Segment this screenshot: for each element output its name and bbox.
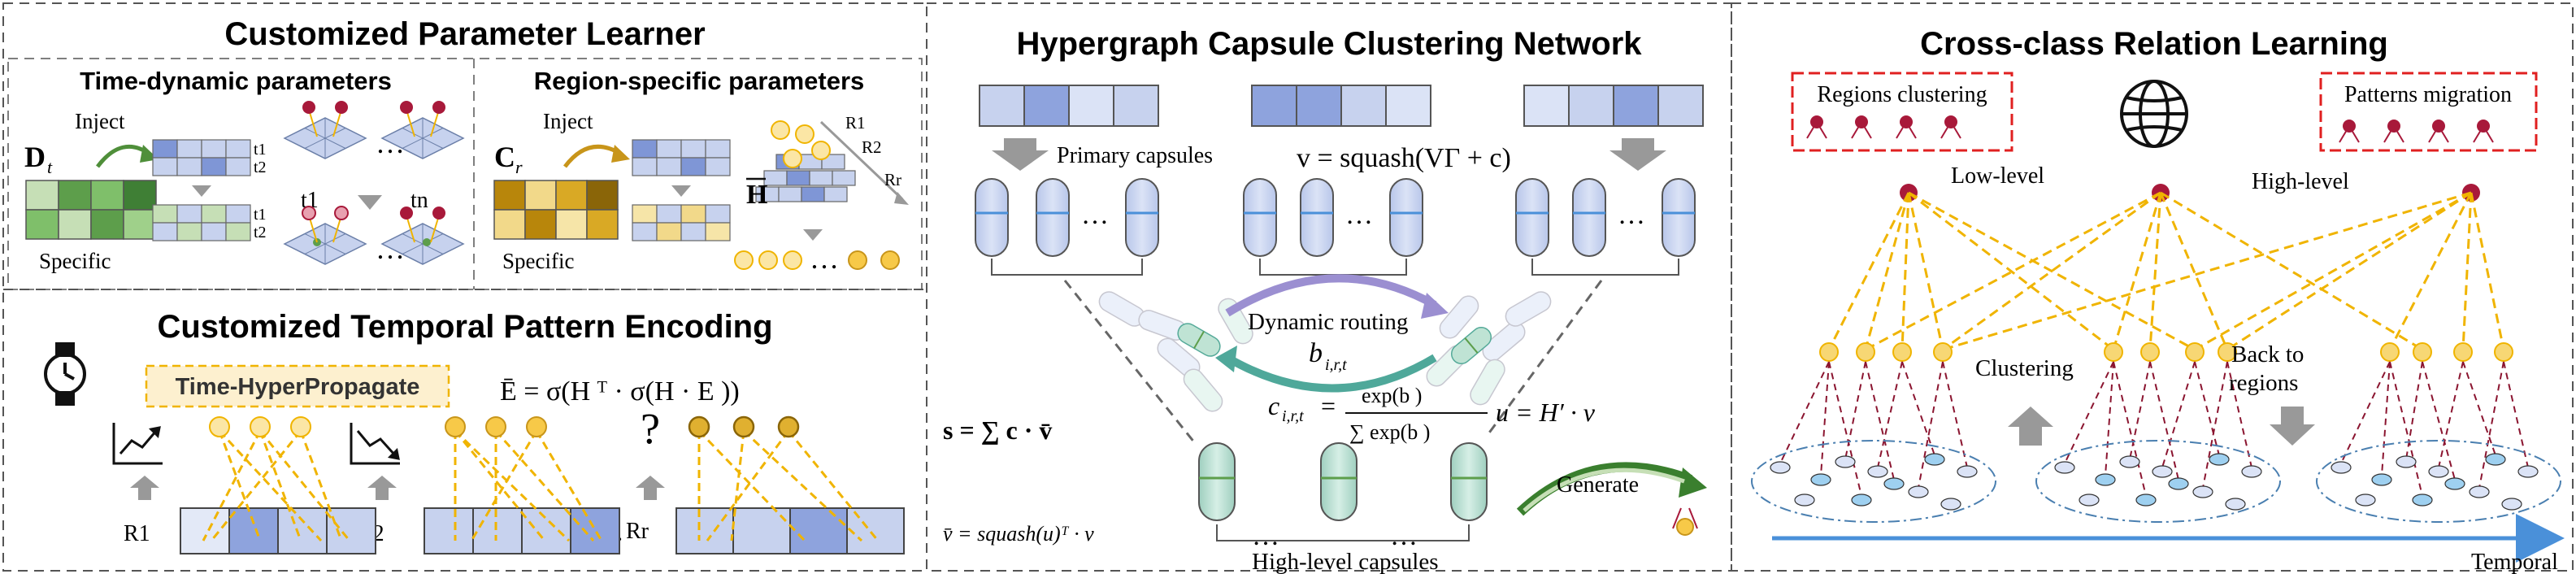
tn-label-bottom: tn — [411, 188, 428, 213]
up-arrow-3 — [636, 476, 665, 500]
d-t-label: D — [24, 141, 46, 173]
up-arrow-1 — [130, 476, 159, 500]
up-arrow-2 — [367, 476, 397, 500]
back-to-regions-label-2: regions — [2229, 370, 2298, 396]
floating-capsules-green — [1177, 323, 1492, 365]
time-matrix-top — [152, 139, 251, 176]
cluster-ellipses — [1751, 440, 2561, 523]
t2-label-b: t2 — [254, 224, 267, 241]
ellipsis-high-2: … — [1390, 521, 1418, 551]
region-edges — [1779, 361, 2529, 497]
low-level-label: Low-level — [1951, 163, 2044, 189]
e-bar-formula: Ē = σ(H ᵀ · σ(H · E )) — [500, 376, 740, 407]
c-formula-sub: i,r,t — [1282, 407, 1304, 425]
generate-label: Generate — [1557, 472, 1639, 498]
time-hyperpropagate-label: Time-HyperPropagate — [176, 374, 420, 400]
r1-label: R1 — [124, 521, 150, 546]
v-formula: v = squash(VΓ + c) — [1297, 143, 1511, 173]
middle-title: Hypergraph Capsule Clustering Network — [1016, 26, 1642, 62]
inject-label-2: Inject — [543, 109, 593, 133]
c-formula-den: ∑ exp(b ) — [1349, 420, 1430, 444]
ellipsis-high: … — [1252, 521, 1279, 551]
time-matrix-bottom — [152, 204, 251, 241]
convergence-lines — [1063, 280, 1603, 444]
grid-tiles-time: … t1 tn … — [283, 101, 465, 265]
t1-label-a: t1 — [254, 141, 267, 159]
temporal-label: Temporal — [2471, 550, 2558, 574]
high-level-capsules-label: High-level capsules — [1252, 549, 1439, 574]
inject-label-1: Inject — [75, 109, 125, 133]
hbar-label: H — [746, 180, 767, 210]
c-r-subscript: r — [515, 157, 523, 177]
down-arrow-left — [992, 138, 1049, 171]
specific-label-1: Specific — [39, 249, 111, 273]
patterns-migration-box: Patterns migration — [2319, 72, 2538, 152]
routing-arc-top — [1225, 274, 1437, 317]
dynamic-routing-label: Dynamic routing — [1248, 309, 1408, 335]
d-t-subscript: t — [47, 157, 53, 177]
globe-icon — [2120, 80, 2188, 148]
patterns-migration-label: Patterns migration — [2344, 82, 2512, 107]
c-r-label: C — [494, 141, 515, 173]
region-matrix-top — [632, 139, 731, 176]
down-arrow-right — [1609, 138, 1666, 171]
equals-sign: = — [1321, 391, 1336, 420]
region-matrix-bottom — [632, 204, 731, 241]
trend-up-icon — [112, 423, 163, 465]
rr-label: Rr — [626, 519, 649, 544]
d-t-matrix: D t Specific — [24, 141, 157, 273]
t1-label-b: t1 — [254, 206, 267, 224]
b-irt-label: b — [1309, 338, 1323, 368]
c-formula-num: exp(b ) — [1362, 384, 1422, 407]
mid-level-nodes — [1819, 342, 2513, 362]
c-r-matrix: C r Specific — [493, 141, 619, 273]
b-irt-subscript: i,r,t — [1325, 356, 1347, 374]
hyperedges-bottom — [202, 429, 880, 542]
vbar-formula: v̄ = squash(u)ᵀ · v — [943, 522, 1094, 546]
clustering-up-arrow — [2008, 407, 2053, 446]
cross-level-edges — [1827, 191, 2505, 351]
ellipsis-caps-1: … — [1081, 200, 1109, 230]
regions-clustering-box: Regions clustering — [1791, 72, 2013, 152]
down-arrow-small — [192, 185, 211, 197]
hyper-nodes-bottom — [209, 415, 800, 438]
primary-capsules — [975, 178, 1696, 276]
region-bars — [180, 507, 905, 554]
back-to-regions-label-1: Back to — [2231, 341, 2304, 367]
left-bottom-title: Customized Temporal Pattern Encoding — [157, 309, 772, 345]
region-points — [1770, 453, 2539, 511]
clustering-label: Clustering — [1975, 355, 2074, 381]
time-dynamic-title: Time-dynamic parameters — [80, 67, 392, 95]
left-top-title: Customized Parameter Learner — [224, 16, 705, 52]
t2-label-a: t2 — [254, 159, 267, 176]
specific-label-2: Specific — [502, 249, 574, 273]
back-to-regions-arrow — [2270, 407, 2315, 446]
r2-diag-label: R2 — [862, 137, 882, 157]
watch-icon — [44, 342, 86, 406]
time-hyperpropagate-box — [145, 364, 450, 408]
rr-diag-label: Rr — [884, 170, 901, 189]
question-mark: ? — [641, 404, 660, 453]
u-formula: u = H′ · v — [1496, 398, 1596, 427]
generated-node — [1672, 507, 1698, 536]
trend-down-icon — [350, 423, 400, 465]
primary-capsules-label: Primary capsules — [1057, 143, 1213, 168]
right-title: Cross-class Relation Learning — [1920, 26, 2388, 62]
ellipsis-caps-2: … — [1345, 200, 1373, 230]
ellipsis-caps-3: … — [1618, 200, 1645, 230]
floating-capsules — [1098, 291, 1552, 412]
hypergraph-stack: R1 R2 Rr H … — [734, 113, 909, 275]
high-level-label: High-level — [2252, 169, 2349, 194]
routing-arc-bottom — [1225, 354, 1437, 393]
high-level-capsules — [1198, 442, 1488, 541]
ellipsis-region: … — [810, 242, 839, 275]
r1-diag-label: R1 — [845, 113, 866, 133]
region-specific-title: Region-specific parameters — [534, 67, 865, 95]
c-formula-left: c — [1268, 391, 1279, 420]
regions-clustering-label: Regions clustering — [1817, 82, 1987, 107]
input-vectors — [979, 85, 1704, 127]
s-formula: s = ∑ c · v̄ — [943, 415, 1052, 445]
